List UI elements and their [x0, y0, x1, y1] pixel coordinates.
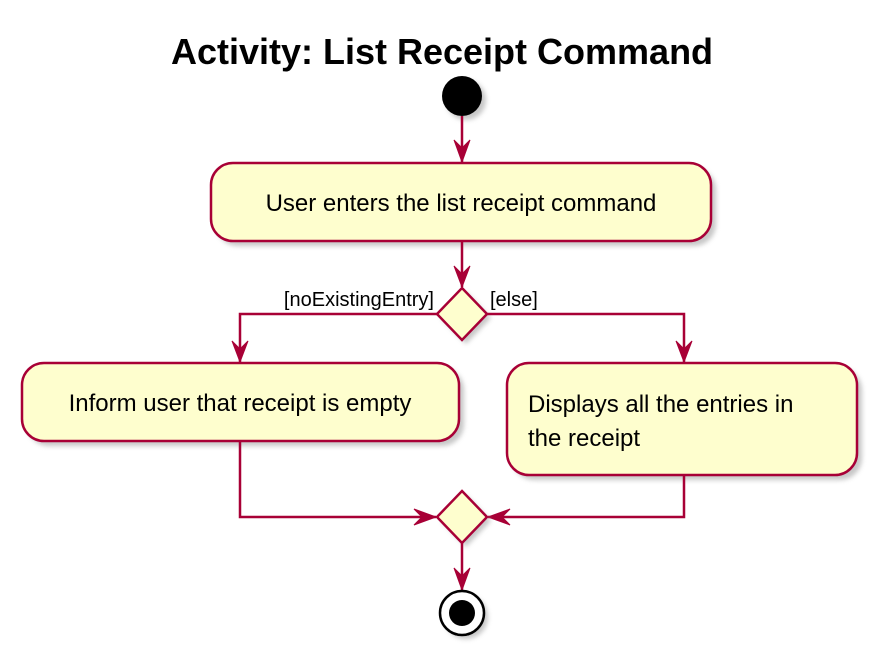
arrowhead-merge-right	[486, 508, 511, 526]
action-inform-empty-label: Inform user that receipt is empty	[69, 390, 412, 417]
edge-inform-to-merge	[238, 441, 436, 519]
arrowhead-inform	[231, 340, 249, 364]
guard-else: [else]	[490, 289, 538, 311]
action-enter-command-label: User enters the list receipt command	[266, 190, 657, 217]
action-display-entries-line1: Displays all the entries in	[528, 391, 793, 418]
diagram-title: Activity: List Receipt Command	[171, 31, 713, 72]
action-display-entries	[505, 361, 859, 477]
guard-no-existing-entry: [noExistingEntry]	[284, 289, 434, 311]
decision-node	[435, 286, 489, 342]
arrowhead-merge-left	[413, 508, 438, 526]
edge-display-to-merge	[488, 475, 686, 519]
edge-decision-to-inform	[238, 312, 437, 362]
arrowhead-end	[453, 567, 471, 592]
start-node	[442, 76, 482, 116]
arrowhead-display	[675, 340, 693, 364]
arrowhead-decision	[453, 265, 471, 289]
end-node-inner	[449, 600, 475, 626]
arrowhead-enter	[453, 139, 471, 164]
action-display-entries-line2: the receipt	[528, 425, 640, 452]
edge-decision-to-display	[487, 312, 686, 362]
merge-node	[435, 489, 489, 545]
